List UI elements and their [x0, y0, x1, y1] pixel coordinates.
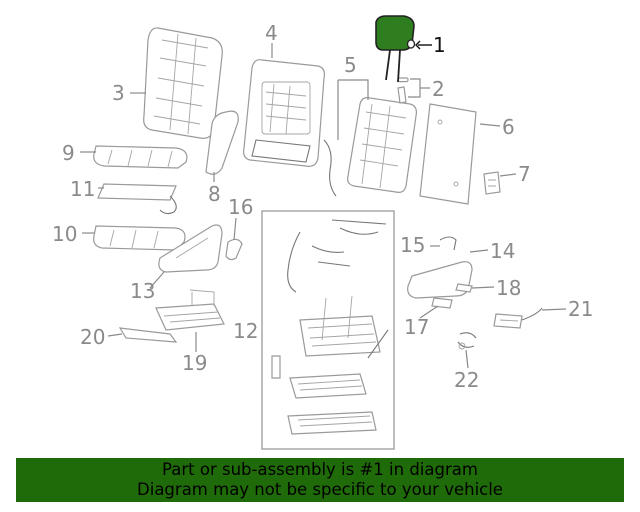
part-22-harness[interactable] — [457, 332, 477, 350]
part-13-side-shield[interactable] — [158, 224, 223, 273]
part-6-back-panel[interactable] — [419, 103, 477, 205]
part-9-cushion-cover[interactable] — [93, 145, 188, 169]
callout-7: 7 — [518, 162, 531, 186]
part-11-heater-pad[interactable] — [97, 183, 177, 215]
info-banner: Part or sub-assembly is #1 in diagram Di… — [16, 458, 624, 502]
part-14-side-panel[interactable] — [407, 261, 473, 299]
callout-21: 21 — [568, 297, 593, 321]
part-2-headrest-guides[interactable] — [397, 77, 409, 104]
part-7-latch[interactable] — [483, 171, 501, 195]
banner-line-2: Diagram may not be specific to your vehi… — [137, 480, 503, 499]
part-8-side-cover[interactable] — [205, 110, 239, 175]
part-12-frame-assembly-box[interactable] — [261, 210, 395, 450]
callout-15: 15 — [400, 233, 425, 257]
callout-labels: 1 2 3 4 5 6 7 8 9 10 11 12 13 14 15 16 1… — [52, 21, 593, 392]
part-5-seatback-center-frame[interactable] — [323, 97, 417, 197]
callout-20: 20 — [80, 325, 105, 349]
part-20-bracket[interactable] — [118, 327, 178, 343]
part-18-connector[interactable] — [455, 283, 473, 293]
callout-11: 11 — [70, 177, 95, 201]
callout-2: 2 — [432, 77, 445, 101]
callout-9: 9 — [62, 141, 75, 165]
callout-16: 16 — [228, 195, 253, 219]
part-15-clip[interactable] — [439, 236, 457, 251]
part-1-headrest[interactable] — [375, 15, 416, 83]
callout-13: 13 — [130, 279, 155, 303]
callout-19: 19 — [182, 351, 207, 375]
callout-3: 3 — [112, 81, 125, 105]
callout-18: 18 — [496, 276, 521, 300]
callout-6: 6 — [502, 115, 515, 139]
part-16-trim[interactable] — [225, 238, 243, 261]
callout-22: 22 — [454, 368, 479, 392]
callout-4: 4 — [265, 21, 278, 45]
leader-lines — [80, 40, 567, 369]
callout-8: 8 — [208, 182, 221, 206]
callout-5: 5 — [344, 53, 357, 77]
callout-17: 17 — [404, 315, 429, 339]
part-19-track-base[interactable] — [155, 289, 225, 331]
callout-1: 1 — [433, 33, 446, 57]
part-3-seatback-cushion[interactable] — [143, 27, 223, 139]
callout-10: 10 — [52, 222, 77, 246]
callout-14: 14 — [490, 239, 515, 263]
part-17-clip[interactable] — [431, 297, 453, 309]
part-21-switch[interactable] — [493, 307, 543, 329]
callout-12: 12 — [233, 319, 258, 343]
part-10-cushion-pad[interactable] — [93, 225, 186, 251]
banner-line-1: Part or sub-assembly is #1 in diagram — [162, 460, 478, 479]
part-4-seatback-frame[interactable] — [243, 59, 325, 167]
